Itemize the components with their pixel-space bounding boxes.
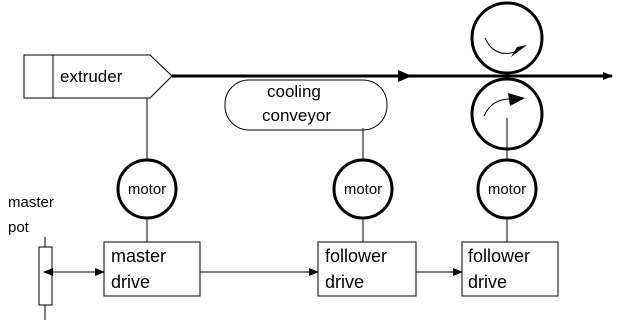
master-pot-label-line2: pot (8, 219, 30, 236)
cooling-conveyor-label-line2: conveyor (262, 106, 331, 125)
motor-3-label: motor (488, 181, 526, 198)
master-drive-label-line2: drive (111, 272, 150, 292)
extruder-block: extruder (23, 54, 173, 99)
product-line-mid-arrow (398, 70, 412, 82)
follower-drive-2-label-line2: drive (468, 272, 507, 292)
motor-1-label: motor (128, 181, 166, 198)
cooling-conveyor-label-line1: cooling (267, 82, 321, 101)
master-drive-block: master drive (103, 241, 201, 297)
motor-2-label: motor (344, 181, 382, 198)
cooling-conveyor: cooling conveyor (224, 79, 388, 131)
follower-drive-1-block: follower drive (317, 241, 417, 297)
motor-1: motor (116, 158, 178, 220)
follower-drive-2-label-line1: follower (468, 246, 530, 266)
master-drive-label-line1: master (111, 246, 166, 266)
follower-drive-2-block: follower drive (461, 241, 559, 297)
top-roller (470, 1, 544, 75)
master-pot (38, 237, 53, 320)
follower-drive-1-label-line2: drive (325, 272, 364, 292)
follower-drive-1-label-line1: follower (325, 246, 387, 266)
motor-2: motor (332, 158, 394, 220)
extruder-label: extruder (60, 67, 123, 86)
motor-3: motor (476, 158, 538, 220)
master-pot-label-line1: master (8, 194, 54, 211)
